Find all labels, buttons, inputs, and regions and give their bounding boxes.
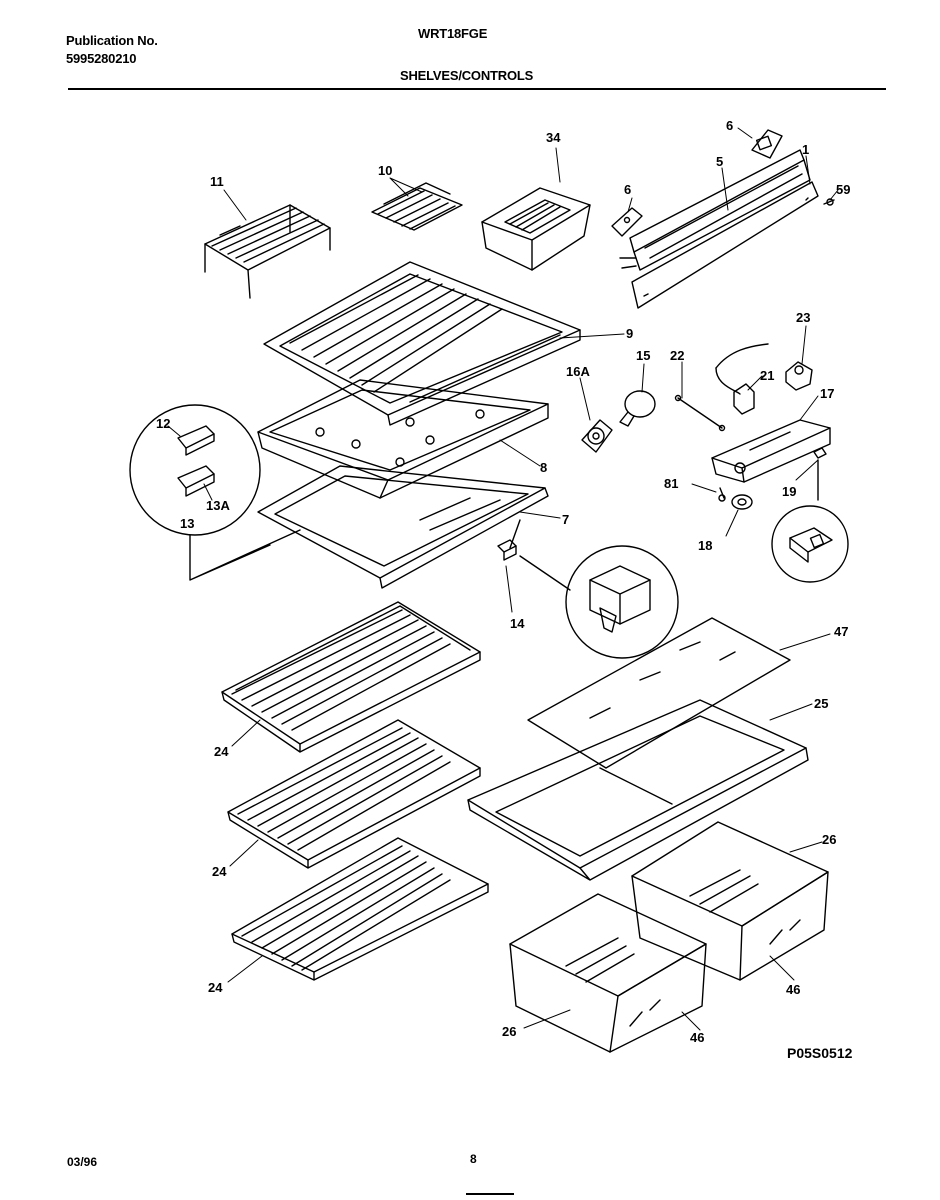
callout-10: 10 [378,163,392,178]
part-19-light-switch [771,447,849,583]
part-9-top-shelf [263,261,581,426]
leader-lines [167,127,839,1031]
part-10-egg-tray [371,182,463,231]
footer-date: 03/96 [67,1155,98,1169]
callout-1: 1 [802,142,809,157]
part-22-wire [674,394,726,432]
callout-8: 8 [540,460,547,475]
callout-11: 11 [210,174,224,189]
part-26-crisper-drawer-left [509,893,707,1053]
callout-24-bottom: 24 [208,980,223,995]
part-18-knob [731,494,753,510]
callout-7: 7 [562,512,569,527]
callout-24-top: 24 [214,744,229,759]
callout-22: 22 [670,348,684,363]
callout-9: 9 [626,326,633,341]
diagram-reference: P05S0512 [787,1045,853,1061]
part-6-bracket-lower [611,207,643,237]
part-23-thermostat [785,361,813,391]
part-5-control-panel [619,149,811,271]
callout-46-right: 46 [786,982,800,997]
header-rule [68,88,886,90]
part-8-evaporator-cover [257,379,549,499]
part-14-switch [497,519,679,659]
callout-13: 13 [180,516,194,531]
part-11-wire-rack [204,204,331,299]
callout-14: 14 [510,616,525,631]
part-24-shelf-3 [231,837,489,981]
callout-59: 59 [836,182,850,197]
callout-47: 47 [834,624,848,639]
callout-15: 15 [636,348,650,363]
part-16a-socket [581,419,613,453]
part-24-shelf-2 [227,719,481,869]
part-21-harness [715,343,769,415]
model-number: WRT18FGE [418,26,488,41]
part-15-light-bulb [619,390,656,427]
callout-5: 5 [716,154,723,169]
callout-26-right: 26 [822,832,836,847]
callout-6-upper: 6 [726,118,733,133]
callout-16a: 16A [566,364,590,379]
callout-25: 25 [814,696,828,711]
callout-labels: 11 10 34 6 6 5 1 59 9 16A 15 22 21 23 17… [156,118,850,1045]
callout-26-left: 26 [502,1024,516,1039]
callout-17: 17 [820,386,834,401]
part-6-bracket-upper [751,129,783,159]
part-25-crisper-frame [467,699,809,881]
part-26-crisper-drawer-right [631,821,829,981]
publication-number: 5995280210 [66,51,137,66]
footer-bar [466,1193,514,1195]
part-1-trim-strip [631,181,819,309]
callout-46-left: 46 [690,1030,704,1045]
part-81-screw [718,487,726,502]
part-7-divider [257,465,549,589]
page-number: 8 [470,1152,477,1166]
callout-13a: 13A [206,498,230,513]
part-24-shelf-1 [221,601,481,753]
callout-21: 21 [760,368,774,383]
callout-34: 34 [546,130,561,145]
callout-81: 81 [664,476,678,491]
part-17-light-housing [711,419,831,483]
callout-19: 19 [782,484,796,499]
section-title: SHELVES/CONTROLS [400,68,534,83]
detail-circle-12-13 [129,404,301,581]
callout-12: 12 [156,416,170,431]
callout-24-middle: 24 [212,864,227,879]
callout-23: 23 [796,310,810,325]
part-34-ice-bin [481,187,591,271]
callout-6-lower: 6 [624,182,631,197]
callout-18: 18 [698,538,712,553]
part-47-glass-cover [527,617,791,769]
part-59-screw [823,198,835,206]
publication-label: Publication No. [66,33,158,48]
